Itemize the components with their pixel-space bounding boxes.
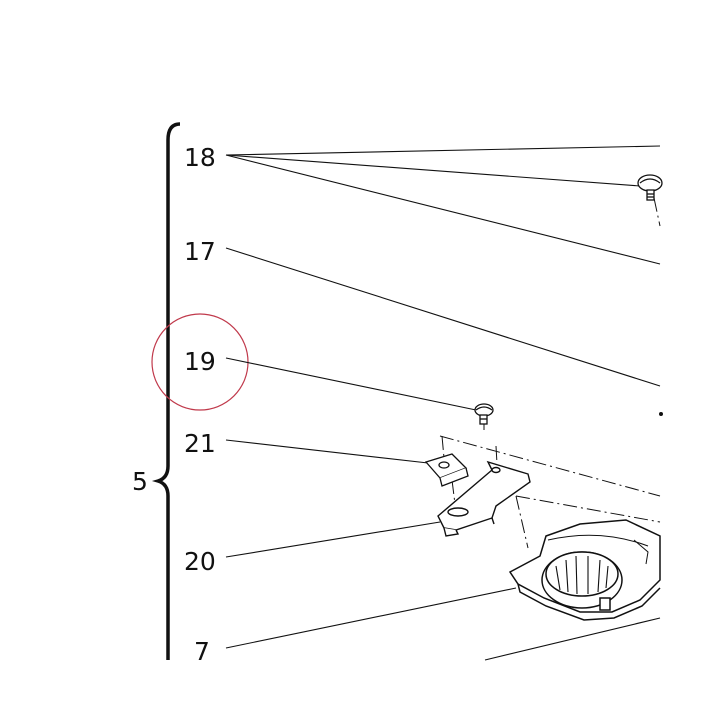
callout-19[interactable]: 19 [184, 347, 216, 376]
leader-18c [225, 154, 661, 265]
screw-18-icon [637, 174, 663, 201]
group-label-5: 5 [132, 467, 148, 496]
leader-19 [225, 357, 477, 411]
leader-bottom [484, 617, 661, 661]
callout-18[interactable]: 18 [184, 143, 216, 172]
bracket-20-icon [437, 460, 531, 537]
housing-7-icon [508, 519, 661, 621]
leader-18a [225, 145, 661, 156]
leader-21 [225, 439, 429, 464]
screw-19-icon [474, 403, 494, 425]
leader-18b [225, 154, 641, 187]
callout-21[interactable]: 21 [184, 429, 216, 458]
leader-7 [225, 587, 517, 649]
leader-lines [225, 145, 661, 661]
hole-marker [659, 412, 663, 416]
assembly-lines [439, 197, 661, 549]
group-brace [151, 122, 181, 660]
leader-20 [225, 521, 441, 558]
callout-20[interactable]: 20 [184, 547, 216, 576]
callout-7[interactable]: 7 [194, 637, 210, 666]
highlight-circle [151, 313, 249, 411]
clip-nut-21-icon [424, 453, 469, 487]
callout-17[interactable]: 17 [184, 237, 216, 266]
leader-17 [225, 247, 661, 387]
